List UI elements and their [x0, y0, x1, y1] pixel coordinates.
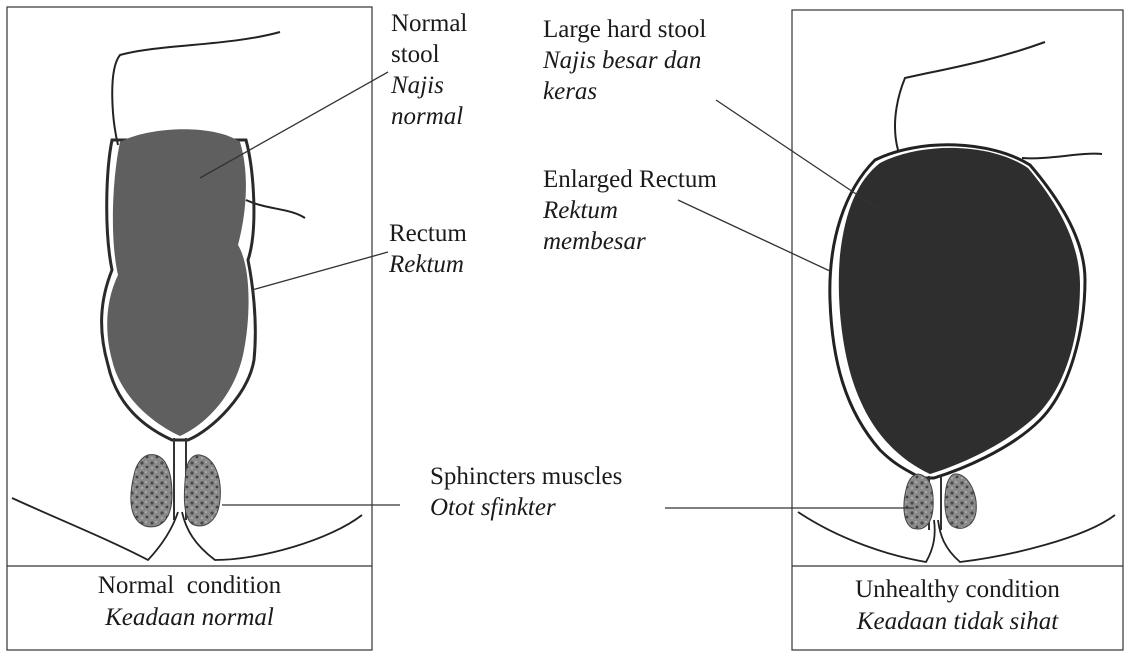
normal-colon-wall	[112, 32, 280, 145]
large-stool-ms-1: Najis besar dan	[543, 45, 706, 76]
sphincter-en: Sphincters muscles	[430, 461, 622, 492]
unhealthy-colon-wall	[895, 42, 1045, 150]
normal-stool-label: Normal stool Najis normal	[391, 8, 467, 132]
normal-caption-ms: Keadaan normal	[7, 602, 372, 634]
unhealthy-sphincter-left	[904, 474, 933, 529]
rectum-en: Rectum	[389, 218, 467, 249]
normal-stool-ms-2: normal	[391, 101, 467, 132]
normal-anal-canal	[174, 438, 186, 520]
normal-panel	[7, 7, 372, 650]
normal-stool-leader	[200, 72, 388, 178]
large-stool-label: Large hard stool Najis besar dan keras	[543, 14, 706, 107]
normal-stool-en-1: Normal	[391, 8, 467, 39]
normal-caption-en: Normal condition	[7, 570, 372, 602]
unhealthy-rectum-tail	[1022, 154, 1102, 159]
enlarged-rectum-en: Enlarged Rectum	[543, 164, 717, 195]
normal-sphincter-left	[131, 455, 172, 527]
enlarged-rectum-ms-2: membesar	[543, 226, 717, 257]
normal-stool-en-2: stool	[391, 39, 467, 70]
large-stool-leader	[716, 100, 880, 210]
large-stool-ms-2: keras	[543, 76, 706, 107]
normal-sphincter-right	[184, 455, 220, 526]
unhealthy-caption-en: Unhealthy condition	[792, 574, 1123, 606]
leader-lines	[200, 72, 914, 508]
enlarged-rectum-ms-1: Rektum	[543, 195, 717, 226]
unhealthy-stool	[839, 148, 1080, 474]
normal-stool	[107, 129, 248, 436]
unhealthy-panel	[792, 10, 1123, 650]
normal-stool-ms-1: Najis	[391, 70, 467, 101]
unhealthy-caption-ms: Keadaan tidak sihat	[792, 606, 1123, 638]
enlarged-rectum-label: Enlarged Rectum Rektum membesar	[543, 164, 717, 257]
normal-caption: Normal condition Keadaan normal	[7, 570, 372, 634]
rectum-label: Rectum Rektum	[389, 218, 467, 280]
sphincter-label: Sphincters muscles Otot sfinkter	[430, 461, 622, 523]
large-stool-en: Large hard stool	[543, 14, 706, 45]
unhealthy-sphincter-right	[945, 474, 976, 528]
unhealthy-caption: Unhealthy condition Keadaan tidak sihat	[792, 574, 1123, 638]
rectum-ms: Rektum	[389, 249, 467, 280]
sphincter-ms: Otot sfinkter	[430, 492, 622, 523]
rectum-leader	[252, 252, 388, 290]
